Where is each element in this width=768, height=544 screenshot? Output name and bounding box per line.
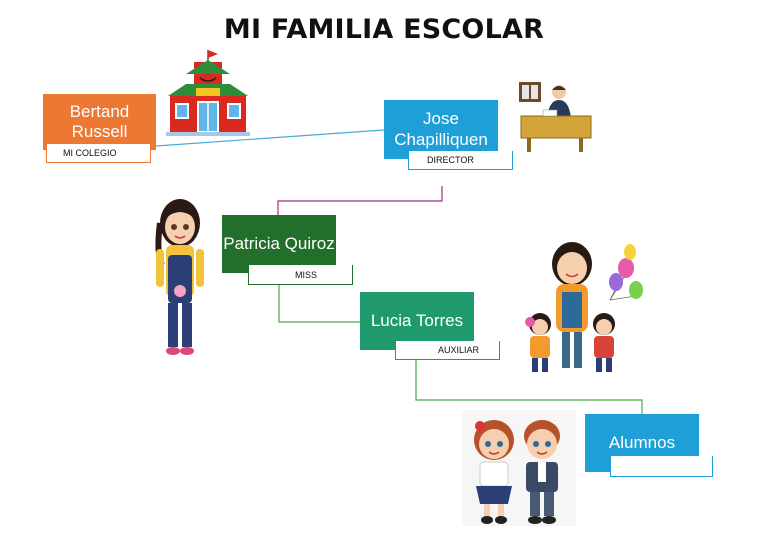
connector-director-miss bbox=[277, 186, 443, 216]
node-colegio-role: MI COLEGIO bbox=[63, 148, 117, 158]
node-auxiliar[interactable]: Lucia Torres bbox=[360, 292, 474, 350]
node-auxiliar-name: Lucia Torres bbox=[370, 310, 464, 330]
connector-miss-auxiliar bbox=[278, 284, 360, 323]
node-director-role: DIRECTOR bbox=[427, 155, 474, 165]
node-colegio[interactable]: Bertand Russell bbox=[43, 94, 156, 150]
teacher-with-children-balloons-image bbox=[525, 242, 643, 372]
node-miss-name: Patricia Quiroz bbox=[223, 233, 335, 253]
node-auxiliar-role-box: AUXILIAR bbox=[395, 341, 500, 360]
node-miss-role-box: MISS bbox=[248, 265, 353, 285]
node-miss-role: MISS bbox=[295, 269, 318, 280]
node-miss[interactable]: Patricia Quiroz bbox=[222, 215, 336, 273]
connector-colegio-director bbox=[155, 129, 385, 147]
node-alumnos-name: Alumnos bbox=[608, 432, 676, 452]
teacher-girl-image bbox=[155, 199, 204, 355]
director-at-desk-image bbox=[519, 82, 592, 152]
node-director[interactable]: Jose Chapilliquen bbox=[384, 100, 498, 159]
node-colegio-name: Bertand Russell bbox=[69, 101, 130, 141]
node-director-name: Jose Chapilliquen bbox=[394, 109, 488, 149]
node-colegio-role-box: MI COLEGIO bbox=[46, 144, 151, 163]
node-director-role-box: DIRECTOR bbox=[408, 151, 513, 170]
node-auxiliar-role: AUXILIAR bbox=[438, 345, 480, 355]
connector-auxiliar-alumnos bbox=[415, 358, 643, 414]
two-students-image bbox=[462, 410, 576, 526]
node-alumnos-role-box bbox=[610, 456, 713, 477]
school-building-image bbox=[166, 50, 250, 136]
page-title: MI FAMILIA ESCOLAR bbox=[223, 14, 545, 45]
